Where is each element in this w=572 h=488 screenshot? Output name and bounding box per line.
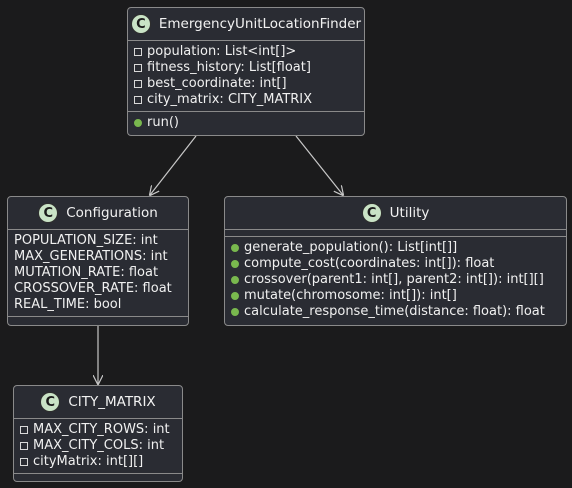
method-text: run() <box>147 115 179 130</box>
attribute-row: best_coordinate: int[] <box>134 76 358 92</box>
class-icon: C <box>38 203 59 223</box>
public-visibility-icon <box>231 308 239 316</box>
class-emergency-unit-location-finder[interactable]: C EmergencyUnitLocationFinder population… <box>127 7 365 136</box>
arrow-finder-to-utility <box>295 135 343 195</box>
method-row: generate_population(): List[int[]] <box>231 240 560 256</box>
method-text: generate_population(): List[int[]] <box>244 240 458 255</box>
attribute-text: city_matrix: CITY_MATRIX <box>147 92 313 107</box>
attribute-text: population: List<int[]> <box>147 44 297 59</box>
attributes-section <box>225 230 566 237</box>
method-row: calculate_response_time(distance: float)… <box>231 304 560 320</box>
attribute-row: POPULATION_SIZE: int <box>14 233 182 249</box>
attribute-row: population: List<int[]> <box>134 44 358 60</box>
private-visibility-icon <box>20 426 28 434</box>
attribute-row: MUTATION_RATE: float <box>14 265 182 281</box>
class-icon: C <box>40 392 61 412</box>
attribute-text: best_coordinate: int[] <box>147 76 287 91</box>
private-visibility-icon <box>134 64 142 72</box>
attribute-text: fitness_history: List[float] <box>147 60 311 75</box>
attribute-text: MUTATION_RATE: float <box>14 265 159 280</box>
public-visibility-icon <box>231 292 239 300</box>
class-name: Configuration <box>66 205 158 221</box>
private-visibility-icon <box>134 80 142 88</box>
method-text: compute_cost(coordinates: int[]): float <box>244 256 495 271</box>
methods-section <box>14 474 182 480</box>
class-utility[interactable]: C Utility generate_population(): List[in… <box>224 196 567 326</box>
attribute-row: REAL_TIME: bool <box>14 297 182 313</box>
method-row: compute_cost(coordinates: int[]): float <box>231 256 560 272</box>
class-header: C CITY_MATRIX <box>14 386 182 419</box>
method-text: calculate_response_time(distance: float)… <box>244 304 545 319</box>
public-visibility-icon <box>231 260 239 268</box>
class-header: C Configuration <box>8 197 188 230</box>
arrow-finder-to-configuration <box>150 135 197 195</box>
attribute-text: MAX_CITY_COLS: int <box>33 438 165 453</box>
public-visibility-icon <box>231 276 239 284</box>
class-header: C EmergencyUnitLocationFinder <box>128 8 364 41</box>
class-icon: C <box>130 14 151 34</box>
method-row: run() <box>134 115 358 131</box>
methods-section <box>8 317 188 323</box>
method-text: mutate(chromosome: int[]): int[] <box>244 288 457 303</box>
attribute-row: MAX_CITY_ROWS: int <box>20 422 176 438</box>
attribute-text: MAX_GENERATIONS: int <box>14 249 168 264</box>
method-row: crossover(parent1: int[], parent2: int[]… <box>231 272 560 288</box>
attribute-row: city_matrix: CITY_MATRIX <box>134 92 358 108</box>
attribute-row: CROSSOVER_RATE: float <box>14 281 182 297</box>
attribute-row: MAX_CITY_COLS: int <box>20 438 176 454</box>
attribute-text: REAL_TIME: bool <box>14 297 122 312</box>
attribute-row: fitness_history: List[float] <box>134 60 358 76</box>
private-visibility-icon <box>134 96 142 104</box>
methods-section: run() <box>128 112 364 134</box>
class-header: C Utility <box>225 197 566 230</box>
attribute-text: CROSSOVER_RATE: float <box>14 281 172 296</box>
method-text: crossover(parent1: int[], parent2: int[]… <box>244 272 544 287</box>
attributes-section: population: List<int[]>fitness_history: … <box>128 41 364 112</box>
private-visibility-icon <box>134 48 142 56</box>
attribute-row: MAX_GENERATIONS: int <box>14 249 182 265</box>
class-icon: C <box>361 203 382 223</box>
class-name: EmergencyUnitLocationFinder <box>158 16 362 32</box>
method-row: mutate(chromosome: int[]): int[] <box>231 288 560 304</box>
methods-section: generate_population(): List[int[]]comput… <box>225 237 566 323</box>
class-name: CITY_MATRIX <box>68 394 156 410</box>
private-visibility-icon <box>20 458 28 466</box>
attribute-row: cityMatrix: int[][] <box>20 454 176 470</box>
public-visibility-icon <box>231 244 239 252</box>
attribute-text: POPULATION_SIZE: int <box>14 233 158 248</box>
attribute-text: cityMatrix: int[][] <box>33 454 144 469</box>
public-visibility-icon <box>134 119 142 127</box>
attribute-text: MAX_CITY_ROWS: int <box>33 422 170 437</box>
private-visibility-icon <box>20 442 28 450</box>
class-name: Utility <box>389 205 430 221</box>
